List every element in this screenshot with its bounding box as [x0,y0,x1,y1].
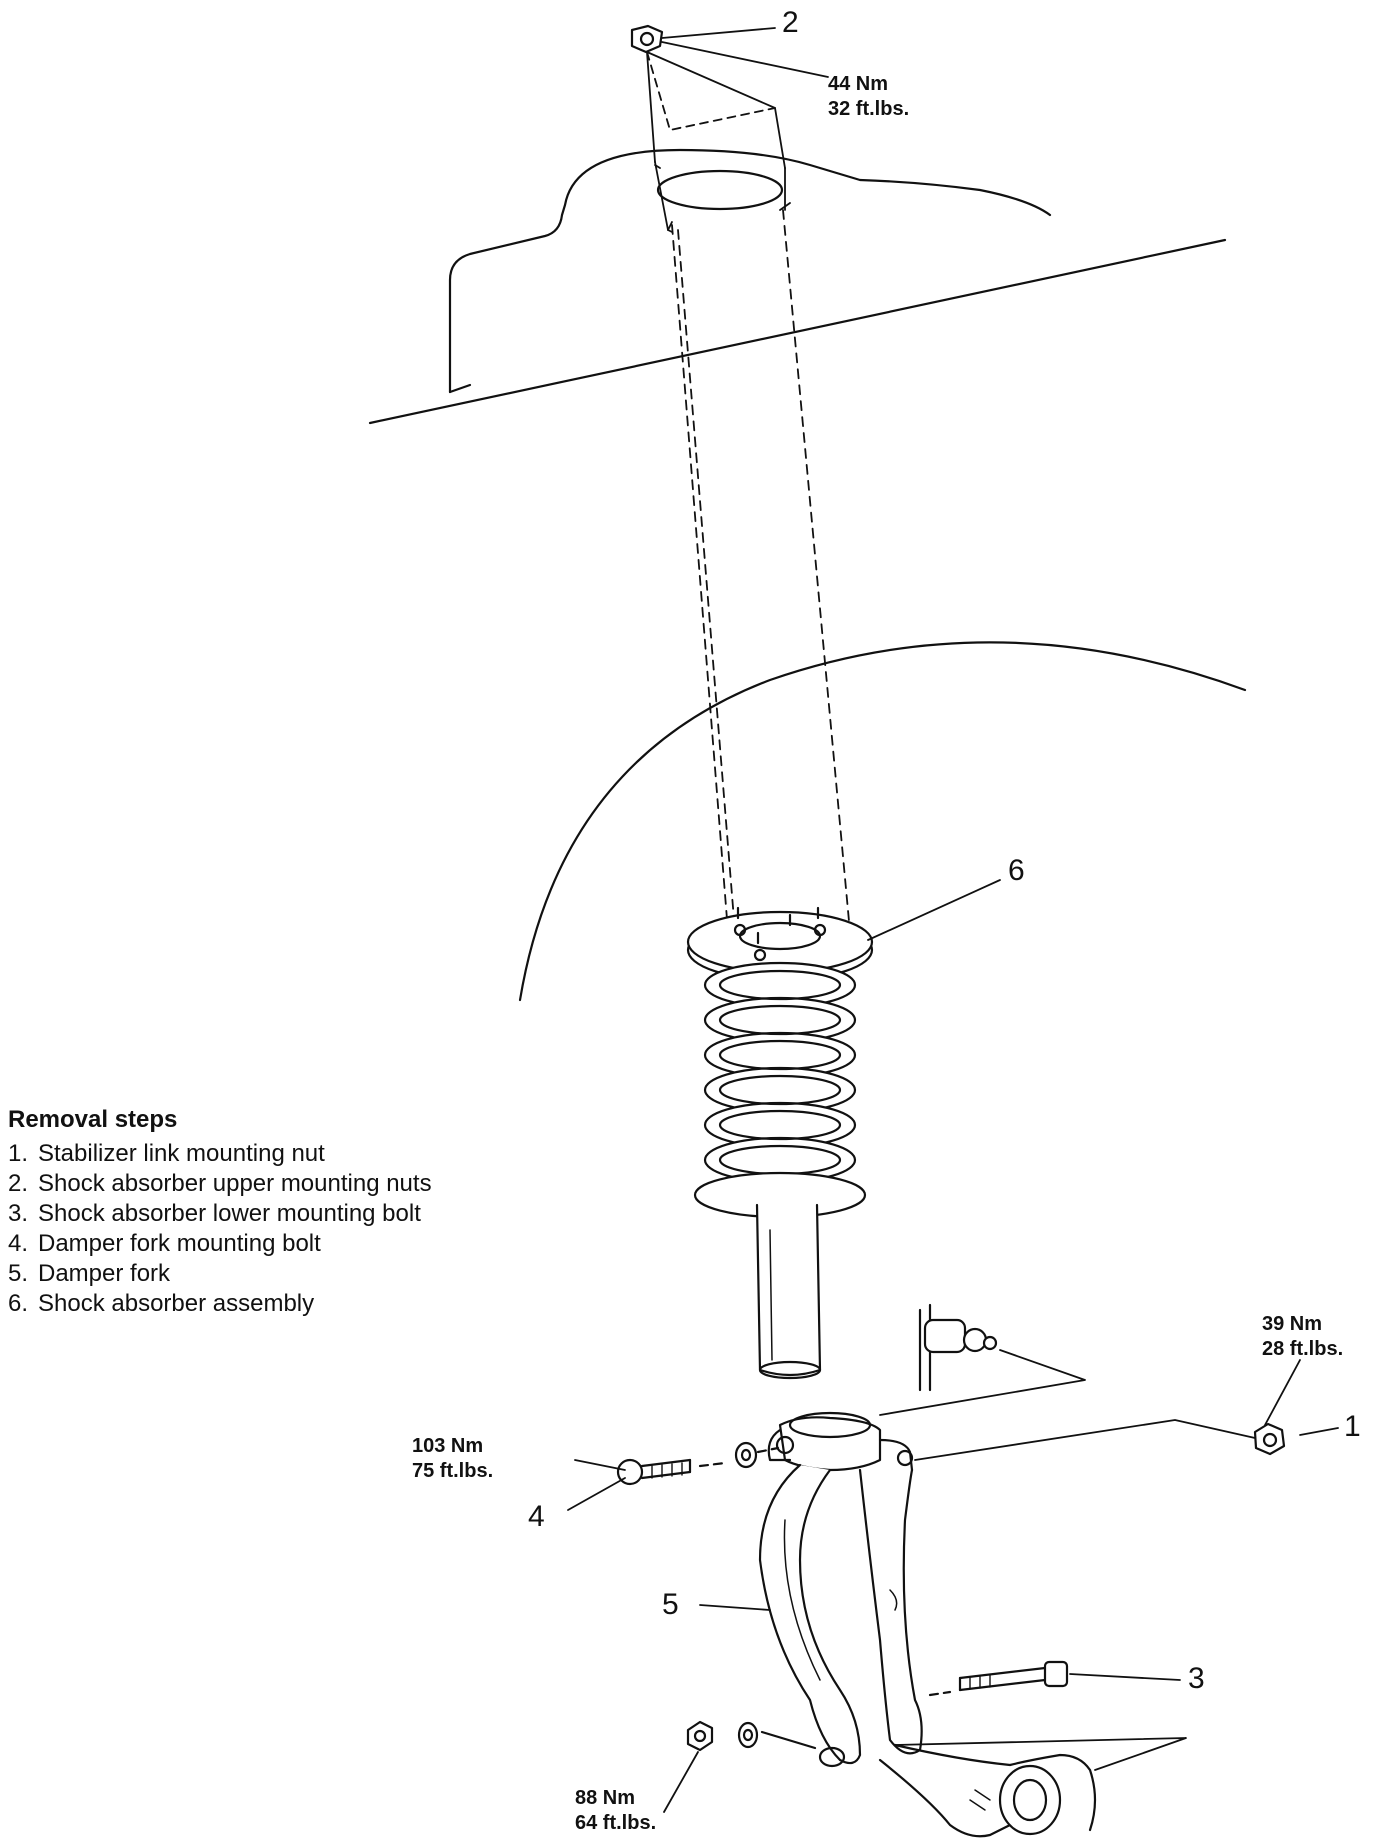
step-number: 2. [8,1170,29,1197]
lower-washer [737,1721,759,1749]
torque-lower-nut-nm: 88 Nm [575,1787,636,1809]
step-number: 1. [8,1140,29,1167]
torque-fork-bolt: 103 Nm 75 ft.lbs. [412,1434,493,1484]
step-text: Damper fork mounting bolt [38,1230,321,1257]
upper-mounting-nut [630,24,664,54]
step-number: 6. [8,1290,29,1317]
torque-lower-nut: 88 Nm 64 ft.lbs. [575,1786,656,1836]
callout-3: 3 [1188,1662,1205,1695]
torque-stabilizer-nut: 39 Nm 28 ft.lbs. [1262,1312,1343,1362]
step-text: Shock absorber assembly [38,1290,315,1317]
removal-steps-list: 1. Stabilizer link mounting nut 2. Shock a… [8,1139,432,1319]
callout-6: 6 [1008,854,1025,887]
lower-control-arm [878,1743,1097,1838]
stabilizer-link [918,1303,998,1392]
callout-2: 2 [782,6,799,39]
step-text: Damper fork [38,1260,171,1287]
removal-step: 3. Shock absorber lower mounting bolt [8,1199,432,1229]
damper-fork-mounting-bolt [616,1458,727,1486]
step-number: 5. [8,1260,29,1287]
removal-step: 2. Shock absorber upper mounting nuts [8,1169,432,1199]
shock-lower-mounting-bolt [928,1660,1069,1697]
callout-5: 5 [662,1588,679,1621]
torque-stabilizer-nut-ftlbs: 28 ft.lbs. [1262,1338,1344,1360]
removal-step: 6. Shock absorber assembly [8,1289,432,1319]
step-text: Shock absorber upper mounting nuts [38,1170,432,1197]
torque-upper-nut-nm: 44 Nm [828,73,889,95]
torque-upper-nut: 44 Nm 32 ft.lbs. [828,72,909,122]
lower-mounting-nut [686,1720,714,1752]
callout-4: 4 [528,1500,545,1533]
damper-fork [758,1411,923,1768]
stabilizer-link-nut [1253,1422,1286,1456]
removal-step: 5. Damper fork [8,1259,432,1289]
stud-lines [646,51,786,233]
alignment-dashed-lines [671,209,851,933]
strut-tower-panel [368,148,1227,425]
washer [734,1441,758,1469]
torque-fork-bolt-ftlbs: 75 ft.lbs. [412,1460,494,1482]
torque-lower-nut-ftlbs: 64 ft.lbs. [575,1812,657,1834]
removal-step: 4. Damper fork mounting bolt [8,1229,432,1259]
removal-steps-title: Removal steps [8,1106,178,1133]
torque-fork-bolt-nm: 103 Nm [412,1435,484,1457]
step-text: Stabilizer link mounting nut [38,1140,325,1167]
removal-step: 1. Stabilizer link mounting nut [8,1139,432,1169]
torque-stabilizer-nut-nm: 39 Nm [1262,1313,1323,1335]
removal-steps: Removal steps 1. Stabilizer link mounting… [8,1105,432,1319]
step-number: 3. [8,1200,29,1227]
leader-lines [567,27,1339,1813]
shock-absorber-assembly [686,906,874,1380]
step-number: 4. [8,1230,29,1257]
torque-upper-nut-ftlbs: 32 ft.lbs. [828,98,910,120]
wheel-house-arc [518,641,1247,1002]
callout-1: 1 [1344,1410,1361,1443]
step-text: Shock absorber lower mounting bolt [38,1200,421,1227]
